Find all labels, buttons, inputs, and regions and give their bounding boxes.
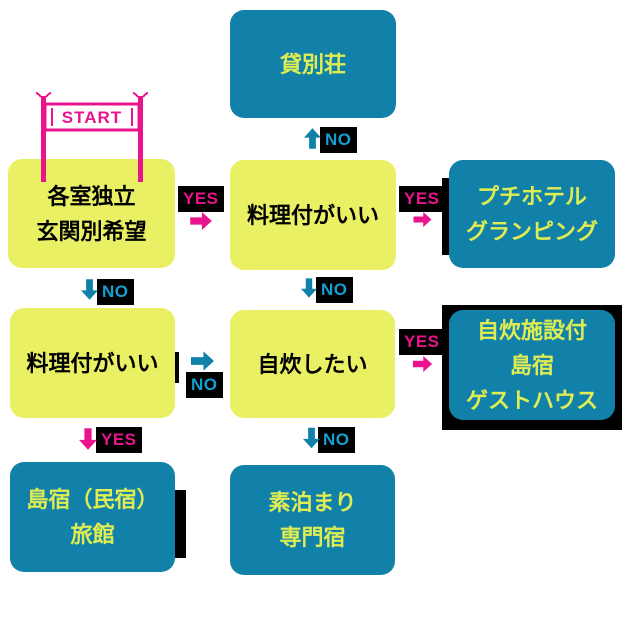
no-arrow-down-icon: [81, 279, 98, 300]
node-self-catering-label: 自炊したい: [257, 351, 368, 377]
no-arrow-right-icon: [191, 351, 214, 371]
node-separate-entrance: 各室独立 玄関別希望: [8, 159, 175, 268]
no-arrow-down-icon: [301, 278, 317, 298]
start-banner-band-icon: [43, 102, 141, 132]
node-petit-hotel-glamping-label: プチホテル グランピング: [465, 184, 598, 244]
no-label: NO: [97, 279, 134, 305]
yes-arrow-right-icon: [413, 212, 432, 227]
node-no-meal-lodging: 素泊まり 専門宿: [230, 465, 395, 575]
node-meals-included-center: 料理付がいい: [230, 160, 396, 270]
shadow-bar: [175, 490, 186, 558]
no-label: NO: [320, 127, 357, 153]
start-banner: START: [36, 92, 148, 182]
no-label: NO: [318, 427, 355, 453]
node-island-inn-ryokan: 島宿（民宿） 旅館: [10, 462, 175, 572]
yes-label: YES: [399, 329, 445, 355]
yes-label: YES: [96, 427, 142, 453]
start-banner-left-pole-icon: [41, 96, 46, 182]
node-rental-villa-label: 貸別荘: [279, 51, 346, 77]
yes-arrow-down-icon: [79, 428, 97, 450]
yes-label: YES: [399, 186, 445, 212]
node-self-catering: 自炊したい: [230, 310, 395, 418]
no-arrow-down-icon: [303, 427, 320, 449]
yes-arrow-right-icon: [412, 356, 433, 372]
node-island-inn-ryokan-label: 島宿（民宿） 旅館: [26, 487, 159, 547]
node-no-meal-lodging-label: 素泊まり 専門宿: [268, 490, 357, 550]
yes-arrow-right-icon: [190, 212, 212, 230]
no-arrow-up-icon: [304, 128, 321, 149]
node-petit-hotel-glamping: プチホテル グランピング: [449, 160, 615, 268]
no-label: NO: [316, 277, 353, 303]
node-self-catering-guesthouse-label: 自炊施設付 島宿 ゲストハウス: [465, 317, 598, 413]
shadow-bar: [175, 352, 179, 383]
node-meals-included-left: 料理付がいい: [10, 308, 175, 418]
node-rental-villa: 貸別荘: [230, 10, 396, 118]
node-meals-included-left-label: 料理付がいい: [26, 350, 159, 376]
shadow-bar: [442, 178, 451, 255]
no-label: NO: [186, 372, 223, 398]
start-banner-pole-flares-icon: [36, 92, 148, 98]
start-banner-right-pole-icon: [138, 96, 143, 182]
yes-label: YES: [178, 186, 224, 212]
node-self-catering-guesthouse: 自炊施設付 島宿 ゲストハウス: [449, 310, 615, 420]
start-banner-label: START: [62, 108, 122, 127]
node-meals-included-center-label: 料理付がいい: [246, 202, 379, 228]
node-separate-entrance-label: 各室独立 玄関別希望: [36, 183, 147, 244]
